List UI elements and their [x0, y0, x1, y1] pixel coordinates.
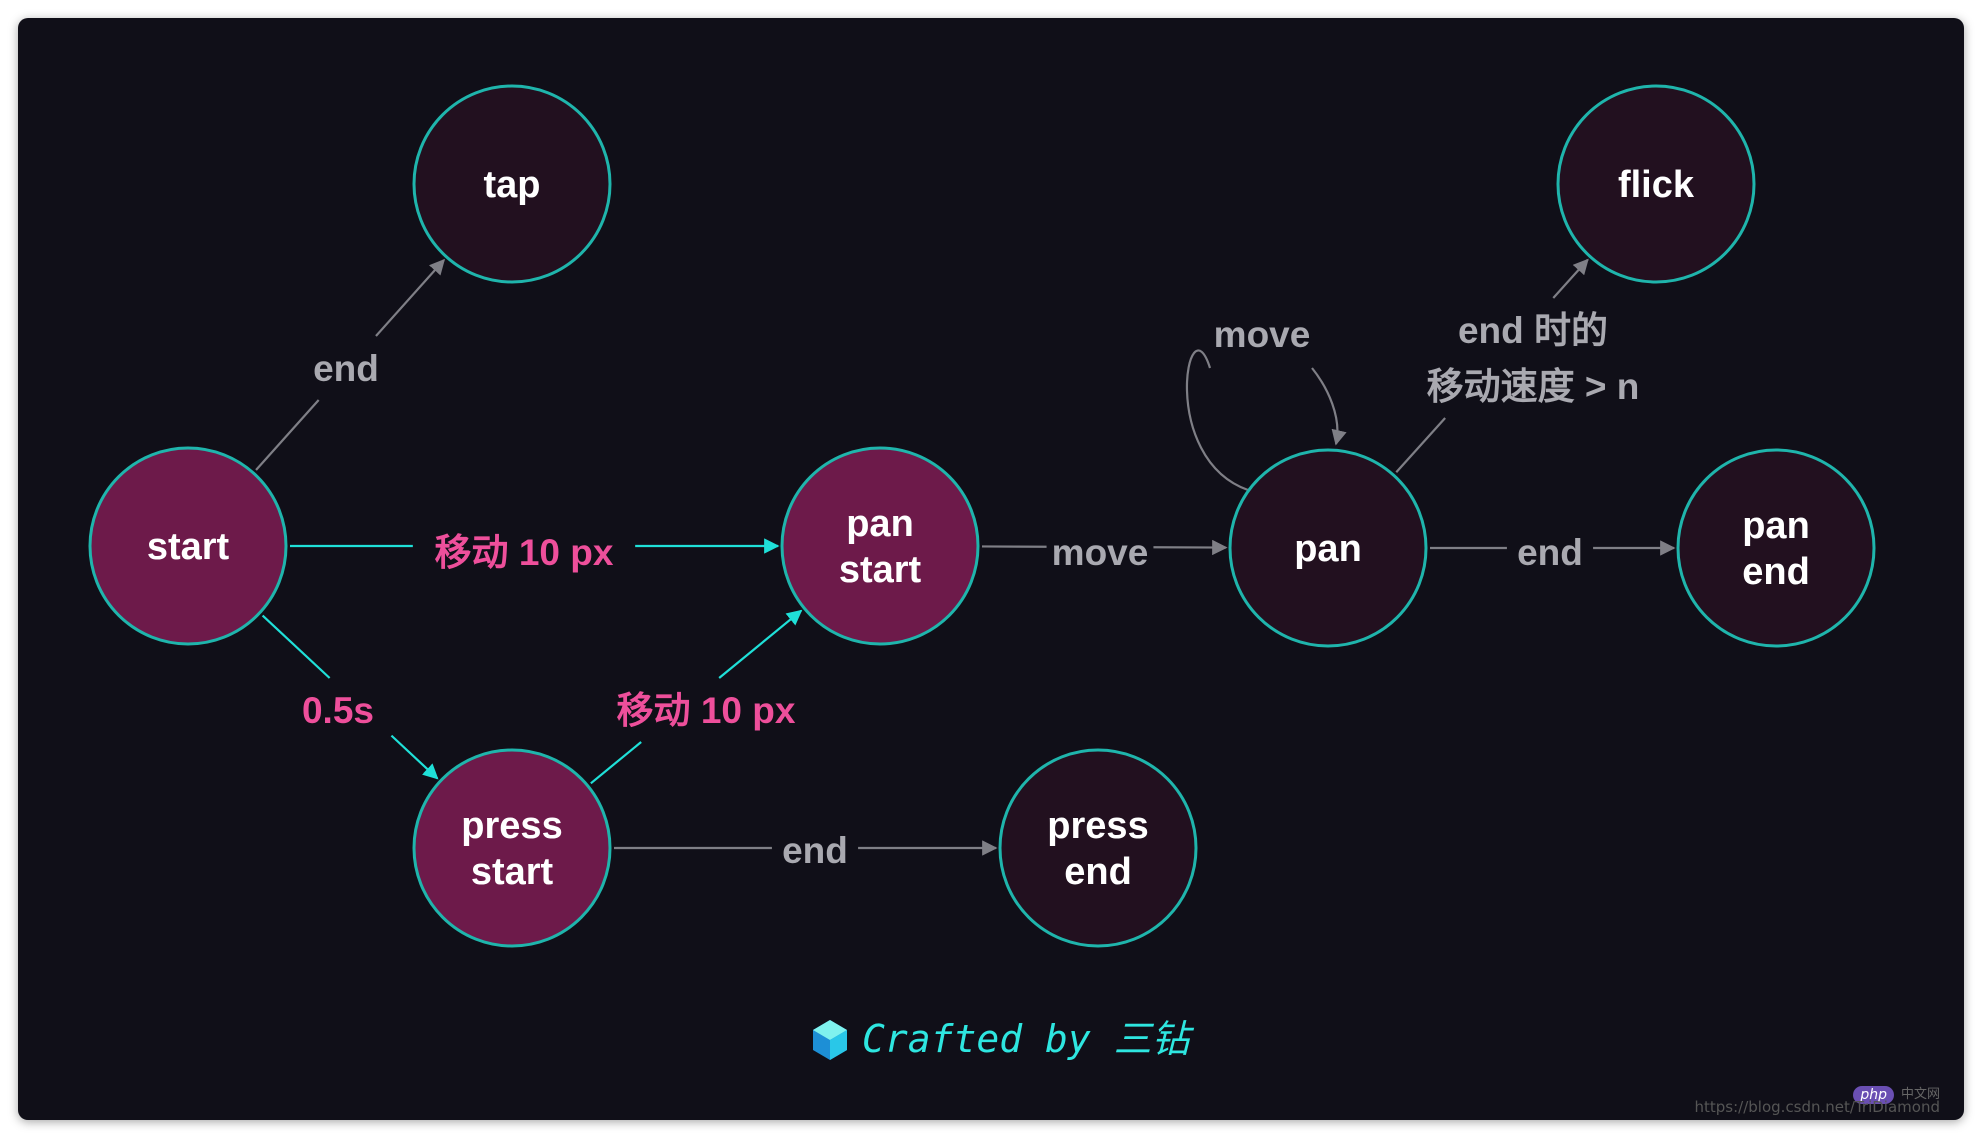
php-badge-suffix: 中文网 [1900, 1087, 1940, 1102]
edge-label: 0.5s [302, 690, 374, 731]
edge-press_start-press_end: end [614, 830, 998, 871]
edge-line [375, 258, 446, 337]
edge-pan-pan_end: end [1430, 532, 1676, 573]
edge-line [590, 741, 642, 785]
cube-icon [813, 1020, 847, 1060]
node-circle [412, 748, 612, 948]
node-label: pan [846, 503, 914, 545]
edge-pan-pan: move [1185, 314, 1347, 492]
edge-line [261, 614, 331, 679]
node-label: flick [1618, 164, 1695, 206]
edge-line [390, 734, 439, 780]
edge-label: end [782, 830, 848, 871]
node-circle [1228, 448, 1428, 648]
node-start: start [88, 446, 288, 646]
credit-text: Crafted by 三钻 [862, 1017, 1195, 1061]
edge-label: move [1214, 314, 1311, 355]
edge-line [1552, 258, 1589, 299]
edge-line [1311, 367, 1347, 446]
node-circle [1676, 448, 1876, 648]
credit: Crafted by 三钻 [813, 1017, 1195, 1061]
node-label: press [1047, 805, 1148, 847]
edge-label: 移动 10 px [435, 532, 614, 573]
state-diagram: end 移动 10 px 0.5s 移动 10 px end move move end 时的… [88, 84, 1876, 1061]
edge-line [1395, 417, 1446, 473]
node-circle [998, 748, 1198, 948]
edge-label: move [1052, 532, 1149, 573]
node-label: start [147, 526, 230, 568]
edge-line [1185, 349, 1249, 492]
edge-start-press_start: 0.5s [261, 614, 439, 780]
node-label: end [1742, 551, 1810, 593]
node-flick: flick [1556, 84, 1756, 284]
edge-line [718, 609, 803, 679]
edge-label: end 时的 [1458, 310, 1608, 351]
edge-label: end [1517, 532, 1583, 573]
diagram-canvas: end 移动 10 px 0.5s 移动 10 px end move move end 时的… [18, 18, 1964, 1120]
edge-label: end [313, 348, 379, 389]
node-label: end [1064, 851, 1132, 893]
edge-label: 移动速度 > n [1427, 366, 1640, 407]
node-tap: tap [412, 84, 612, 284]
node-circle [780, 446, 980, 646]
node-label: start [839, 549, 922, 591]
node-circle [412, 84, 612, 284]
edge-line [255, 399, 320, 471]
node-circle [1556, 84, 1756, 284]
node-label: press [461, 805, 562, 847]
node-pan: pan [1228, 448, 1428, 648]
node-label: tap [484, 164, 541, 206]
edge-start-pan_start: 移动 10 px [290, 532, 780, 573]
node-label: pan [1742, 505, 1810, 547]
edge-start-tap: end [255, 258, 446, 471]
edge-press_start-pan_start: 移动 10 px [590, 609, 803, 785]
node-label: start [471, 851, 554, 893]
edge-label: 移动 10 px [617, 690, 796, 731]
node-circle [88, 446, 288, 646]
node-label: pan [1294, 528, 1362, 570]
watermark-url: https://blog.csdn.net/TriDiamond [1694, 1098, 1940, 1116]
php-badge: php [1853, 1086, 1894, 1104]
edge-pan_start-pan: move [981, 532, 1228, 573]
